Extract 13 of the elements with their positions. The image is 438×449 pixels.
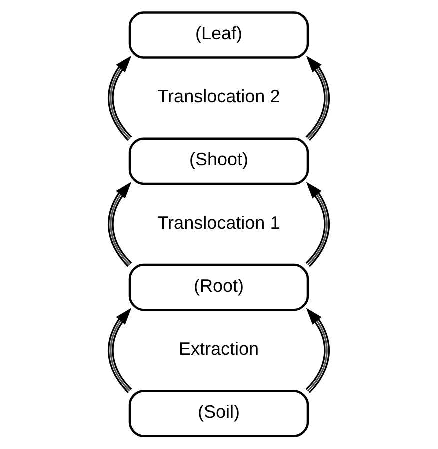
arrow [108,182,132,268]
node-box: (Leaf) [128,12,310,59]
label: Extraction [178,338,260,359]
label: Translocation 2 [158,86,280,107]
arrow [306,56,330,142]
arrow [306,182,330,268]
node-box: (Soil) [128,390,310,438]
label: Translocation 1 [158,212,280,233]
node-box: (Shoot) [128,138,310,186]
arrow [108,56,132,142]
node-box: (Root) [128,264,310,312]
arrow [306,308,330,394]
arrow [108,308,132,394]
